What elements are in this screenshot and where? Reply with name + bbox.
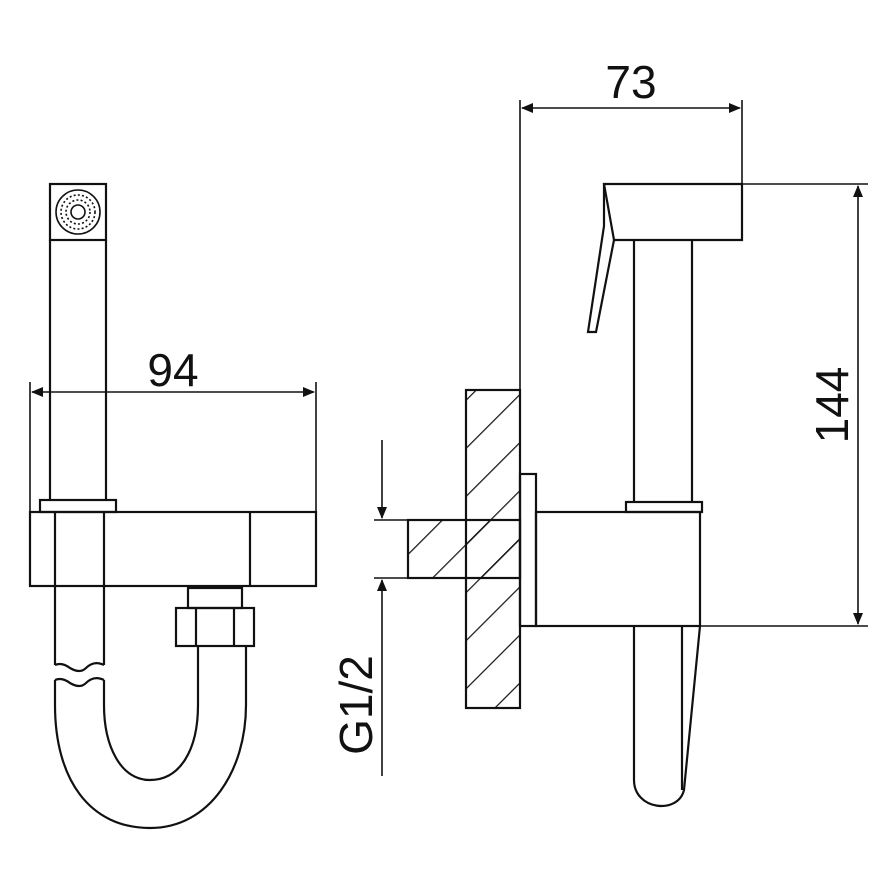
dimension-thread: G1/2	[330, 440, 408, 776]
hex-nut	[174, 586, 256, 648]
dimension-73-label: 73	[605, 56, 656, 108]
front-view: 73 144 G1/2	[330, 56, 868, 808]
dimension-144-label: 144	[806, 367, 858, 444]
dimension-width-front: 73	[519, 56, 743, 390]
flange	[518, 472, 538, 628]
front-sprayer	[586, 182, 744, 502]
dimension-height-front: 144	[700, 183, 868, 627]
dimension-g12-label: G1/2	[330, 655, 382, 755]
side-view: 94	[28, 182, 318, 830]
sprayer-head	[48, 182, 108, 242]
wall-section	[406, 388, 522, 710]
valve-body	[28, 510, 318, 588]
holder-collar	[38, 498, 118, 514]
front-valve-body	[534, 500, 704, 628]
dimension-94-label: 94	[147, 344, 198, 396]
dimension-width-side: 94	[29, 344, 317, 512]
front-hose	[632, 625, 702, 808]
hose	[53, 586, 248, 830]
sprayer-stem	[48, 240, 108, 500]
